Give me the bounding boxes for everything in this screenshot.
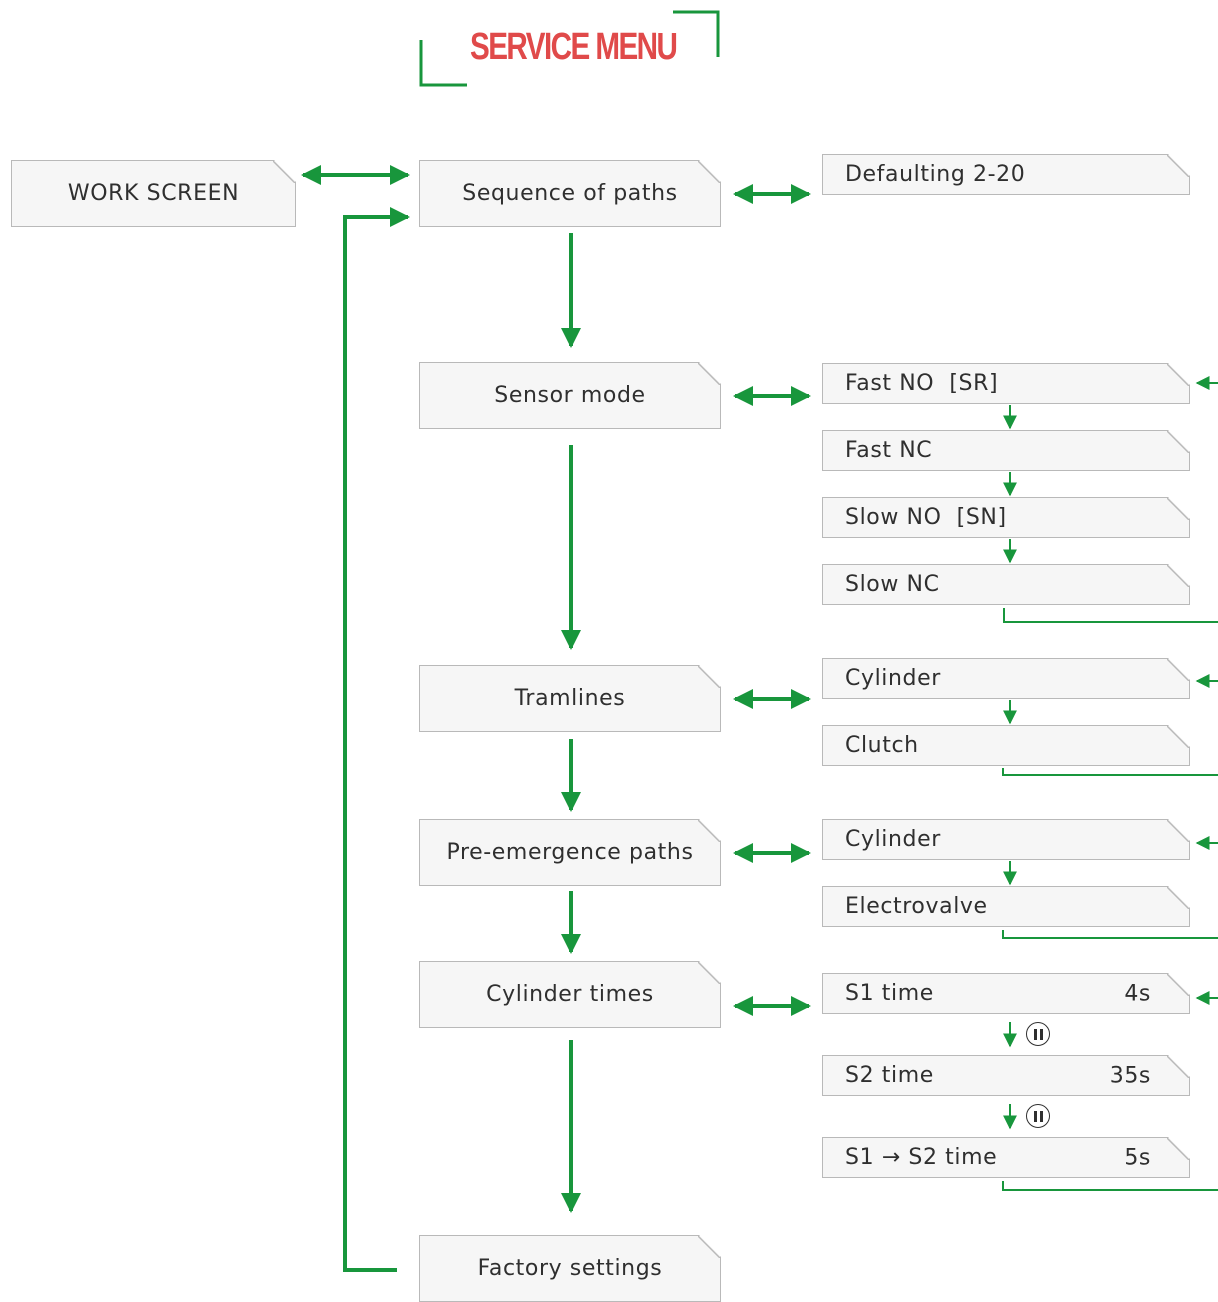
pause-circle-icon — [1026, 1104, 1050, 1128]
option-label: Defaulting 2-20 — [845, 162, 1026, 187]
pause-circle-icon — [1026, 1022, 1050, 1046]
option-label: Slow NO [SN] — [845, 505, 1007, 530]
option-slow-nc[interactable]: Slow NC — [822, 564, 1190, 605]
menu-cylinder-times[interactable]: Cylinder times — [419, 961, 721, 1028]
menu-sensor-mode[interactable]: Sensor mode — [419, 362, 721, 429]
menu-label: Pre-emergence paths — [446, 840, 694, 865]
option-label: Fast NC — [845, 438, 933, 463]
box-corner-fold — [1167, 726, 1189, 748]
menu-factory-settings[interactable]: Factory settings — [419, 1235, 721, 1302]
box-corner-fold — [1167, 820, 1189, 842]
option-label: S1 time — [845, 981, 934, 1006]
option-defaulting[interactable]: Defaulting 2-20 — [822, 154, 1190, 195]
option-pre-emergence-electrovalve[interactable]: Electrovalve — [822, 886, 1190, 927]
option-s1-s2-time[interactable]: S1 → S2 time 5s — [822, 1137, 1190, 1178]
option-fast-nc[interactable]: Fast NC — [822, 430, 1190, 471]
title-bracket-left — [419, 40, 467, 87]
option-slow-no[interactable]: Slow NO [SN] — [822, 497, 1190, 538]
menu-label: Sequence of paths — [462, 181, 678, 206]
option-value: 4s — [1124, 981, 1151, 1006]
menu-label: Tramlines — [514, 686, 626, 711]
box-corner-fold — [1167, 565, 1189, 587]
option-label: Electrovalve — [845, 894, 988, 919]
option-tramlines-cylinder[interactable]: Cylinder — [822, 658, 1190, 699]
box-corner-fold — [698, 962, 720, 984]
box-corner-fold — [1167, 1138, 1189, 1160]
menu-tramlines[interactable]: Tramlines — [419, 665, 721, 732]
menu-label: Sensor mode — [494, 383, 646, 408]
box-corner-fold — [1167, 364, 1189, 386]
title-bracket-right — [673, 10, 720, 57]
return-loop-line — [343, 207, 410, 1272]
box-corner-fold — [273, 161, 295, 183]
box-corner-fold — [698, 363, 720, 385]
option-value: 35s — [1109, 1063, 1151, 1088]
box-corner-fold — [1167, 887, 1189, 909]
option-label: Fast NO [SR] — [845, 371, 999, 396]
option-s2-time[interactable]: S2 time 35s — [822, 1055, 1190, 1096]
box-corner-fold — [1167, 1056, 1189, 1078]
option-label: Clutch — [845, 733, 919, 758]
menu-label: Factory settings — [477, 1256, 663, 1281]
option-s1-time[interactable]: S1 time 4s — [822, 973, 1190, 1014]
box-corner-fold — [698, 820, 720, 842]
box-corner-fold — [698, 666, 720, 688]
option-fast-no[interactable]: Fast NO [SR] — [822, 363, 1190, 404]
option-label: Cylinder — [845, 666, 941, 691]
option-pre-emergence-cylinder[interactable]: Cylinder — [822, 819, 1190, 860]
box-corner-fold — [1167, 659, 1189, 681]
option-label: S2 time — [845, 1063, 934, 1088]
option-tramlines-clutch[interactable]: Clutch — [822, 725, 1190, 766]
work-screen-label: WORK SCREEN — [67, 181, 240, 206]
box-corner-fold — [1167, 498, 1189, 520]
box-corner-fold — [1167, 974, 1189, 996]
box-corner-fold — [1167, 155, 1189, 177]
menu-pre-emergence-paths[interactable]: Pre-emergence paths — [419, 819, 721, 886]
menu-sequence-of-paths[interactable]: Sequence of paths — [419, 160, 721, 227]
option-label: S1 → S2 time — [845, 1145, 998, 1170]
box-corner-fold — [698, 161, 720, 183]
option-label: Cylinder — [845, 827, 941, 852]
box-corner-fold — [1167, 431, 1189, 453]
box-corner-fold — [698, 1236, 720, 1258]
option-value: 5s — [1124, 1145, 1151, 1170]
work-screen-box[interactable]: WORK SCREEN — [11, 160, 296, 227]
menu-label: Cylinder times — [486, 982, 654, 1007]
option-label: Slow NC — [845, 572, 940, 597]
diagram-title: SERVICE MENU — [470, 26, 678, 68]
